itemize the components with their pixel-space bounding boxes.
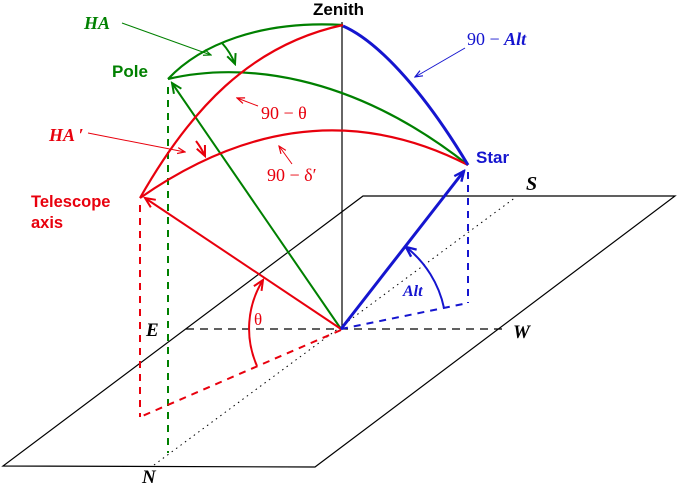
co-altitude-label-prefix: 90 − bbox=[467, 29, 504, 49]
telescope-axis-label-line1: Telescope bbox=[31, 193, 110, 211]
altitude-angle-arc bbox=[406, 247, 445, 309]
zenith-label: Zenith bbox=[313, 0, 364, 19]
hour-angle-arc bbox=[221, 42, 235, 64]
compass-south-label: S bbox=[526, 173, 537, 195]
co-declination-pointer-arrow bbox=[279, 146, 293, 165]
theta-angle-arc bbox=[248, 280, 263, 367]
compass-west-label: W bbox=[513, 322, 531, 343]
star-ground-dashed-line bbox=[340, 302, 469, 330]
co-latitude-label: 90 − θ bbox=[261, 103, 307, 123]
pole-direction-arrow bbox=[172, 83, 342, 330]
theta-label: θ bbox=[254, 310, 262, 329]
arc-telescope-to-zenith-co-latitude bbox=[139, 23, 344, 199]
hour-angle-prime-arc bbox=[195, 140, 205, 156]
arc-pole-to-zenith bbox=[167, 23, 344, 80]
co-altitude-pointer-arrow bbox=[415, 47, 466, 77]
horizon-plane-outline bbox=[1, 195, 677, 468]
star-direction-arrow bbox=[339, 171, 464, 330]
star-label: Star bbox=[476, 148, 509, 167]
co-altitude-label: 90 − Alt bbox=[467, 29, 527, 49]
arc-pole-to-star bbox=[167, 71, 469, 166]
telescope-axis-label-line2: axis bbox=[31, 214, 63, 232]
altitude-label: Alt bbox=[402, 283, 423, 300]
hour-angle-pointer-arrow bbox=[121, 22, 211, 55]
hour-angle-label: HA bbox=[83, 13, 110, 33]
hour-angle-prime-label: HA ′ bbox=[48, 125, 84, 145]
hour-angle-prime-pointer-arrow bbox=[87, 132, 185, 152]
co-latitude-pointer-arrow bbox=[237, 98, 259, 107]
arc-zenith-to-star-co-altitude bbox=[342, 24, 470, 166]
arc-telescope-to-star-co-declination bbox=[139, 129, 469, 199]
compass-east-label: E bbox=[145, 320, 159, 341]
co-altitude-label-word: Alt bbox=[503, 29, 527, 49]
telescope-axis-ground-dashed-line bbox=[139, 329, 342, 418]
co-declination-label: 90 − δ′ bbox=[267, 165, 317, 185]
pole-label: Pole bbox=[112, 62, 148, 81]
north-south-dotted-line bbox=[153, 196, 517, 466]
compass-north-label: N bbox=[141, 467, 157, 485]
telescope-axis-direction-arrow bbox=[145, 198, 342, 330]
